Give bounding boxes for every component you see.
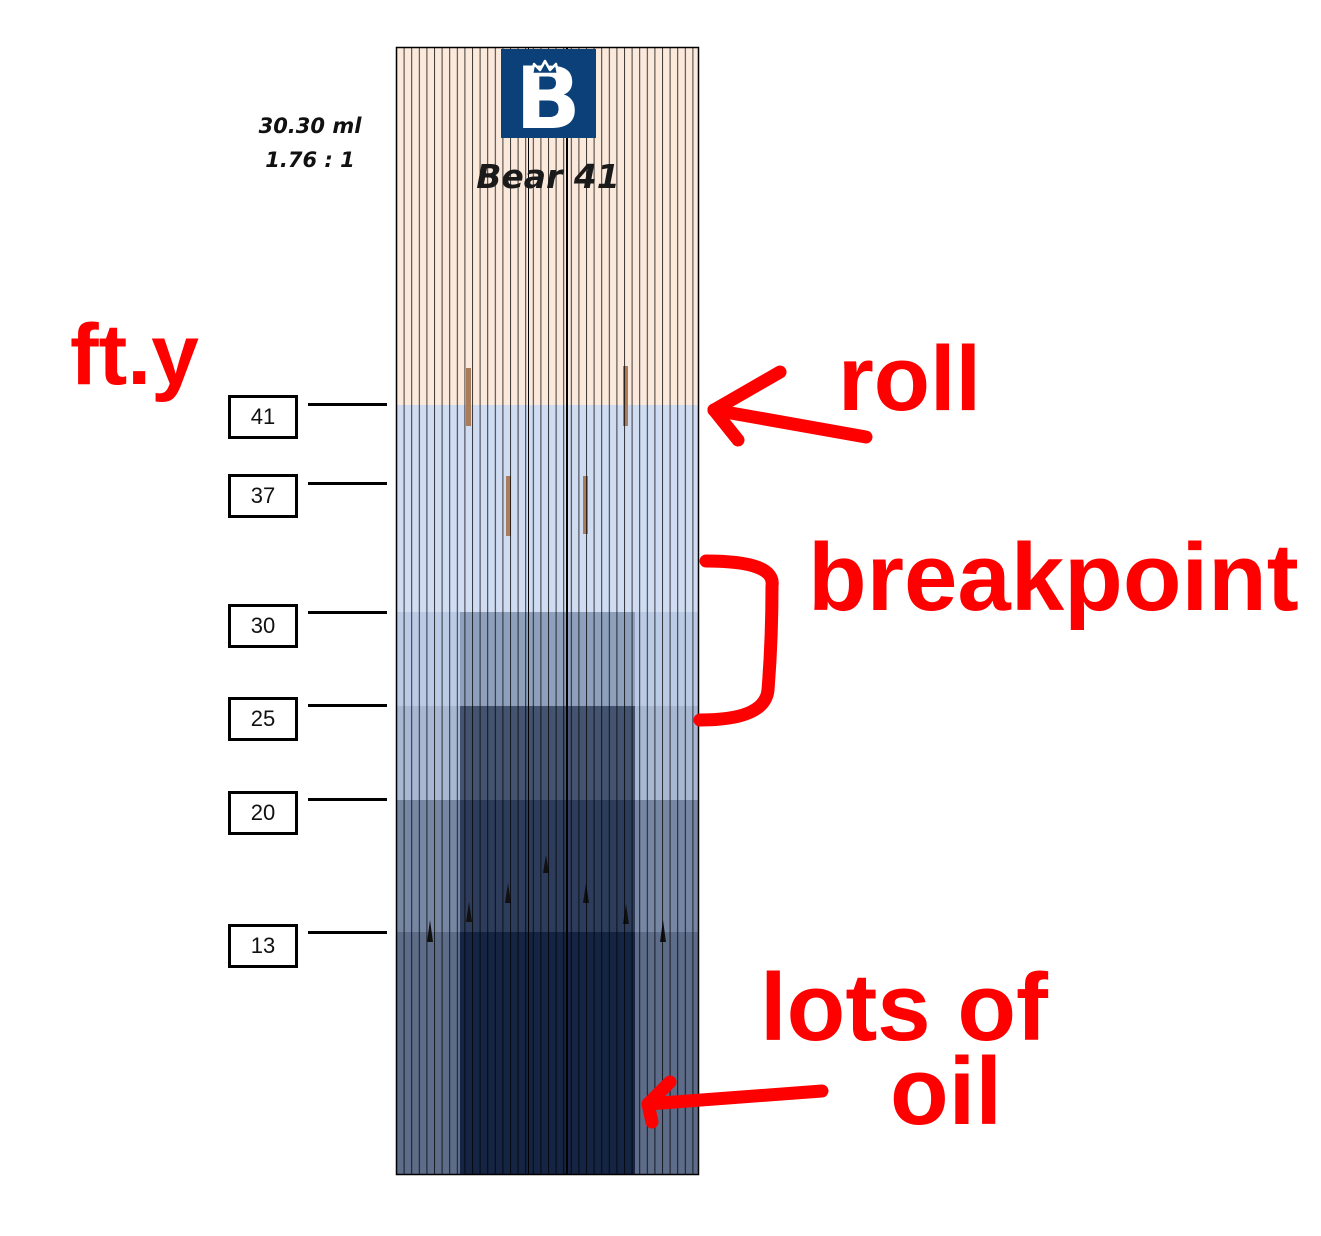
annotation-fty: ft.y (70, 307, 199, 403)
annotation-breakpoint: breakpoint (808, 524, 1299, 631)
crown-icon (530, 59, 560, 76)
roll-arrow-shaft (707, 403, 873, 444)
scale-tick (308, 798, 387, 801)
ratio-readout: 1.76 : 1 (265, 148, 355, 172)
brand-logo: B (501, 49, 596, 149)
annotation-oil: oil (890, 1038, 1002, 1145)
scale-mark-20: 20 (228, 791, 298, 835)
scale-tick (308, 611, 387, 614)
volume-readout: 30.30 ml (258, 114, 362, 138)
sample-name: Bear 41 (476, 157, 620, 196)
oil-arrow-head (641, 1097, 659, 1129)
scale-mark-30: 30 (228, 604, 298, 648)
roll-arrow-head (707, 365, 787, 417)
scale-tick (308, 931, 387, 934)
annotation-lots-of: lots of (760, 954, 1049, 1061)
paper-column (396, 47, 699, 1175)
oil-arrow-shaft (641, 1084, 829, 1111)
scale-tick (308, 482, 387, 485)
breakpoint-bracket (693, 554, 779, 727)
scale-mark-41: 41 (228, 395, 298, 439)
scale-tick (308, 403, 387, 406)
scale-tick (308, 704, 387, 707)
scale-mark-13: 13 (228, 924, 298, 968)
annotation-roll: roll (838, 328, 981, 430)
scale-mark-37: 37 (228, 474, 298, 518)
scale-mark-25: 25 (228, 697, 298, 741)
